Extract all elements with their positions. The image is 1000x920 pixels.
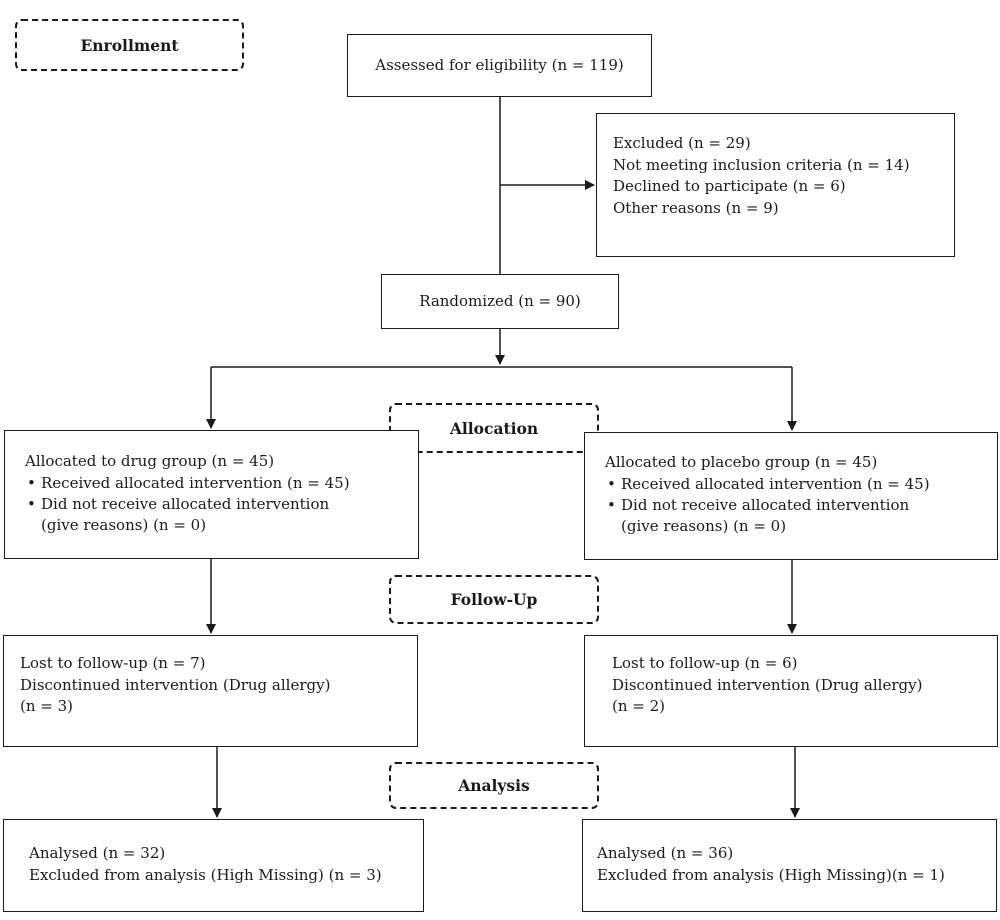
placebo-excluded-from-analysis: Excluded from analysis (High Missing)(n … [597, 865, 945, 884]
drug-allocation-box: Allocated to drug group (n = 45) Receive… [4, 430, 419, 559]
excluded-reason-other: Other reasons (n = 9) [613, 198, 779, 217]
stage-label-text: Enrollment [80, 35, 179, 55]
drug-analysis-box: Analysed (n = 32) Excluded from analysis… [3, 819, 424, 912]
drug-analysed: Analysed (n = 32) [29, 844, 166, 862]
drug-discontinued-count: (n = 3) [20, 697, 74, 715]
stage-label-text: Allocation [449, 418, 539, 438]
placebo-discontinued: Discontinued intervention (Drug allergy) [612, 675, 923, 694]
stage-label-follow-up: Follow-Up [389, 575, 599, 624]
placebo-not-received-item: Did not receive allocated intervention [605, 495, 997, 516]
stage-label-text: Analysis [458, 776, 530, 795]
placebo-allocation-list: Received allocated intervention (n = 45)… [605, 474, 997, 516]
drug-allocation-list: Received allocated intervention (n = 45)… [25, 473, 418, 515]
drug-received-item: Received allocated intervention (n = 45) [25, 473, 418, 494]
placebo-follow-up-box: Lost to follow-up (n = 6) Discontinued i… [584, 635, 998, 747]
drug-not-received-item: Did not receive allocated intervention [25, 494, 418, 515]
placebo-discontinued-count: (n = 2) [612, 697, 666, 715]
placebo-lost-follow-up: Lost to follow-up (n = 6) [612, 654, 798, 672]
drug-excluded-from-analysis: Excluded from analysis (High Missing) (n… [29, 865, 382, 884]
stage-label-enrollment: Enrollment [15, 19, 244, 71]
drug-allocation-title: Allocated to drug group (n = 45) [25, 452, 275, 470]
drug-not-received-reason: (give reasons) (n = 0) [41, 515, 207, 534]
placebo-allocation-box: Allocated to placebo group (n = 45) Rece… [584, 432, 998, 560]
placebo-analysed: Analysed (n = 36) [597, 844, 734, 862]
stage-label-allocation: Allocation [389, 403, 599, 453]
drug-discontinued: Discontinued intervention (Drug allergy) [20, 675, 331, 694]
randomized-text: Randomized (n = 90) [419, 291, 581, 310]
placebo-received-item: Received allocated intervention (n = 45) [605, 474, 997, 495]
drug-lost-follow-up: Lost to follow-up (n = 7) [20, 654, 206, 672]
assessed-text: Assessed for eligibility (n = 119) [375, 55, 624, 74]
placebo-not-received-reason: (give reasons) (n = 0) [621, 516, 787, 535]
placebo-allocation-title: Allocated to placebo group (n = 45) [605, 453, 878, 471]
stage-label-analysis: Analysis [389, 762, 599, 809]
excluded-box: Excluded (n = 29) Not meeting inclusion … [596, 113, 955, 257]
excluded-reason-declined: Declined to participate (n = 6) [613, 177, 846, 195]
excluded-reason-inclusion: Not meeting inclusion criteria (n = 14) [613, 155, 910, 174]
stage-label-text: Follow-Up [450, 590, 538, 609]
excluded-title: Excluded (n = 29) [613, 134, 751, 152]
assessed-box: Assessed for eligibility (n = 119) [347, 34, 652, 97]
randomized-box: Randomized (n = 90) [381, 274, 619, 329]
placebo-analysis-box: Analysed (n = 36) Excluded from analysis… [582, 819, 997, 912]
drug-follow-up-box: Lost to follow-up (n = 7) Discontinued i… [3, 635, 418, 747]
